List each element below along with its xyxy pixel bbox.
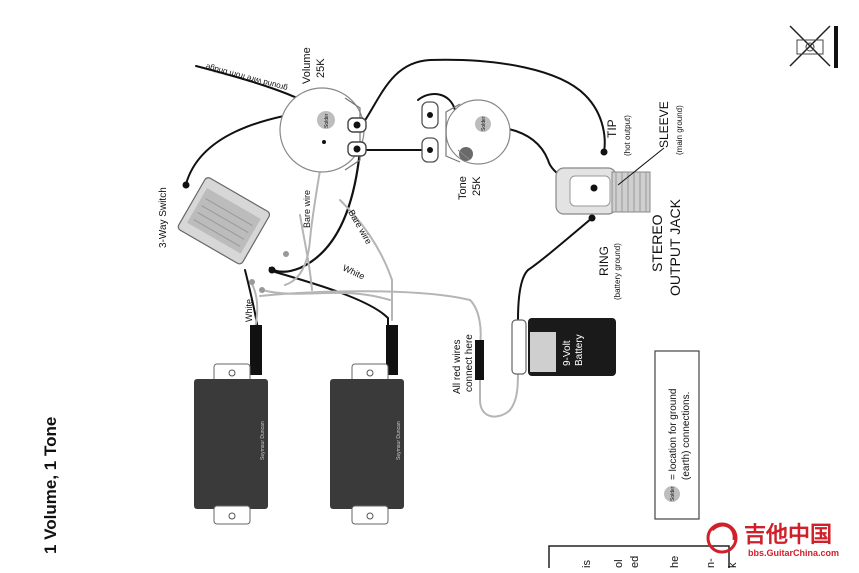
white-label-2: White — [341, 263, 366, 282]
battery: 9-Volt Battery — [511, 318, 616, 376]
ring-sub-label: (battery ground) — [613, 243, 622, 300]
jack-label-line2: OUTPUT JACK — [667, 198, 683, 296]
tone-lug-1 — [421, 101, 439, 129]
bare-wire-label-1: Bare wire — [302, 190, 312, 228]
legend-line2: (earth) connections. — [681, 392, 692, 480]
tone-label: Tone — [457, 176, 469, 200]
tone-value-label: 25K — [471, 176, 483, 196]
partial-text-3: ed — [629, 556, 641, 568]
watermark: 吉他中国 bbs.GuitarChina.com — [706, 522, 839, 558]
tone-lug-2 — [421, 137, 439, 163]
legend-solder-small: Solder — [670, 486, 676, 501]
stereo-output-jack — [555, 148, 651, 222]
volume-pot: Solder — [279, 87, 367, 173]
partial-text-4: he — [669, 556, 681, 568]
volume-solder-label: Solder — [324, 113, 330, 128]
jack-label-line1: STEREO — [649, 214, 665, 272]
switch-label: 3-Way Switch — [158, 187, 169, 248]
ring-to-battery-wire — [517, 217, 593, 321]
tone-solder-spot — [475, 116, 491, 132]
partial-instructions-box: is ol ed he n- k — [548, 545, 739, 573]
tone-jumper-wire — [417, 93, 456, 111]
bare-wire-pickup — [339, 199, 393, 321]
white-label-1: White — [244, 299, 254, 322]
red-wires-loop — [259, 290, 519, 418]
sleeve-pointer — [617, 147, 665, 186]
rotated-page-icon — [789, 25, 838, 68]
volume-label: Volume — [301, 47, 313, 84]
bare-wire-label-2: Bare wire — [346, 208, 374, 246]
partial-text-6: k — [727, 562, 739, 568]
ground-legend: Solder = location for ground (earth) con… — [654, 350, 700, 520]
sleeve-label: SLEEVE — [657, 101, 671, 148]
three-way-switch — [177, 177, 289, 293]
legend-solder-icon — [664, 486, 680, 502]
battery-label-line2: Battery — [574, 334, 585, 366]
tip-label: TIP — [605, 119, 619, 138]
battery-label-line1: 9-Volt — [562, 340, 573, 366]
ground-wire-label: ground wire from bridge — [204, 62, 288, 93]
watermark-url: bbs.GuitarChina.com — [748, 548, 839, 558]
bridge-pickup: Seymour Duncan — [194, 325, 268, 525]
ring-label: RING — [597, 246, 611, 276]
white-wire-2 — [261, 289, 391, 301]
volume-to-tip-wire — [359, 58, 606, 153]
red-wires-label-line2: connect here — [464, 334, 475, 392]
white-wire-3 — [299, 214, 313, 291]
page-title: 1 Volume, 1 Tone — [41, 417, 60, 554]
legend-line1: = location for ground — [668, 389, 679, 480]
watermark-brand: 吉他中国 — [744, 522, 832, 547]
red-wires-junction — [475, 340, 484, 380]
volume-value-label: 25K — [315, 58, 327, 78]
tone-pot: Solder — [421, 99, 511, 165]
red-wires-label-line1: All red wires — [452, 340, 463, 394]
partial-text-2: ol — [613, 559, 625, 568]
tone-solder-label: Solder — [481, 116, 487, 131]
tip-sub-label: (hot output) — [623, 115, 632, 156]
neck-pickup-brand: Seymour Duncan — [396, 421, 402, 460]
bridge-pickup-brand: Seymour Duncan — [260, 421, 266, 460]
partial-text-5: n- — [705, 558, 717, 568]
switch-to-neck-pickup-wire — [274, 271, 389, 366]
sleeve-sub-label: (main ground) — [675, 105, 684, 155]
partial-text-1: is — [581, 560, 593, 568]
neck-pickup: Seymour Duncan — [330, 325, 404, 525]
volume-lug-1 — [347, 117, 367, 133]
volume-to-switch-hot-wire — [268, 148, 362, 273]
volume-solder-spot — [317, 111, 335, 129]
volume-lug-2 — [347, 141, 367, 157]
tone-capacitor — [457, 147, 473, 161]
